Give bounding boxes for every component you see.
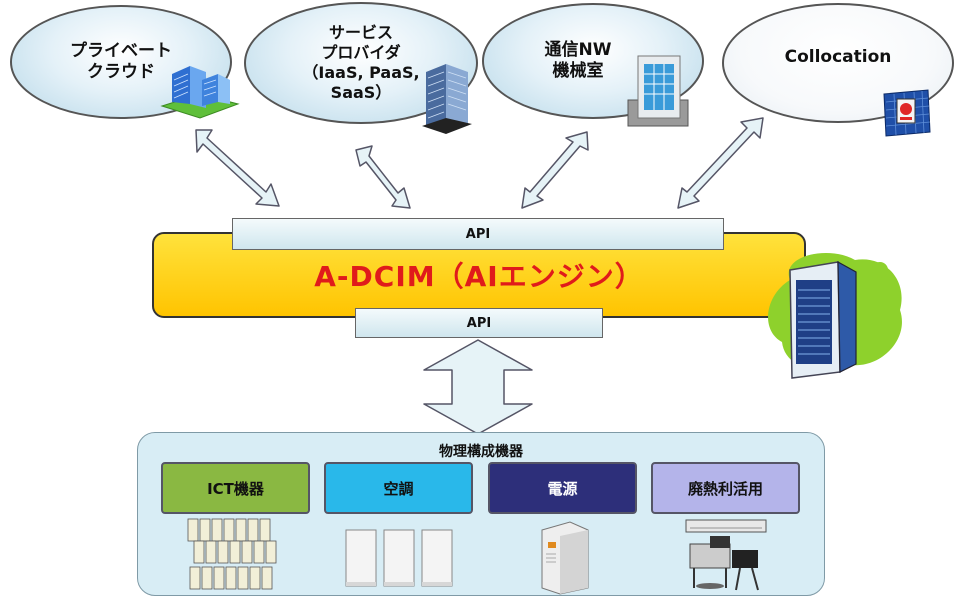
- server-rack-icon: [768, 252, 902, 379]
- cloud-private: プライベート クラウド: [10, 5, 232, 119]
- cloud-service-provider: サービス プロバイダ （IaaS, PaaS, SaaS）: [244, 2, 478, 124]
- office-tower-icon: [422, 64, 472, 134]
- api-top-bar-overlay: API: [232, 218, 724, 250]
- arrow-service-provider: [355, 145, 411, 209]
- cloud-colocation-label: Collocation: [784, 47, 892, 68]
- api-bottom-bar: API: [355, 308, 603, 338]
- power-unit-icon: [541, 521, 589, 595]
- engine-title: A-DCIM（AIエンジン）: [314, 260, 644, 293]
- category-power-label: 電源: [547, 479, 578, 498]
- cloud-private-label: プライベート クラウド: [70, 40, 172, 82]
- api-top-label-overlay: API: [465, 226, 491, 242]
- category-air-conditioning: 空調: [324, 462, 473, 514]
- arrow-carrier-room: [521, 131, 589, 209]
- vertical-double-arrow: [423, 339, 533, 435]
- category-waste-heat: 廃熱利活用: [651, 462, 800, 514]
- server-cluster-icon: [187, 518, 277, 590]
- air-conditioner-icon: [345, 529, 453, 587]
- cloud-service-provider-label: サービス プロバイダ （IaaS, PaaS, SaaS）: [302, 23, 420, 102]
- category-ict: ICT機器: [161, 462, 310, 514]
- category-waste-heat-label: 廃熱利活用: [687, 479, 763, 498]
- category-air-conditioning-label: 空調: [383, 479, 414, 498]
- colocation-badge-icon: [883, 89, 931, 137]
- heat-reuse-icon: [685, 519, 767, 591]
- category-power: 電源: [488, 462, 637, 514]
- cloud-carrier-room-label: 通信NW 機械室: [544, 39, 612, 81]
- arrow-private-cloud: [195, 129, 280, 207]
- api-bottom-label: API: [466, 315, 492, 331]
- building-icon: [160, 66, 240, 119]
- category-ict-label: ICT機器: [207, 479, 264, 498]
- arrow-colocation: [677, 117, 764, 209]
- physical-panel-title: 物理構成機器: [439, 444, 523, 460]
- datacenter-building-icon: [627, 55, 689, 127]
